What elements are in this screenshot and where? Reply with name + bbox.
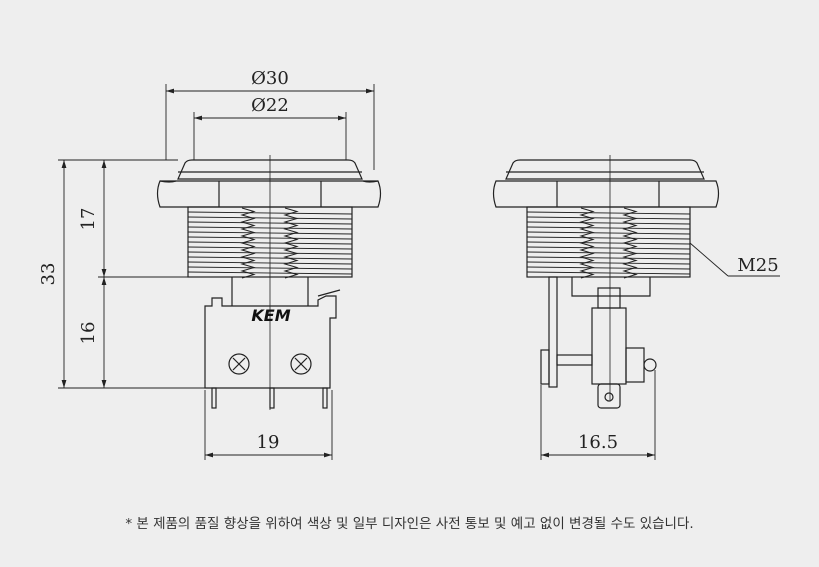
spring	[622, 207, 638, 279]
dim-outer-diameter: Ø30	[251, 68, 289, 89]
screw-icon	[290, 353, 312, 375]
footnote: * 본 제품의 품질 향상을 위하여 색상 및 일부 디자인은 사전 통보 및 …	[125, 516, 694, 532]
hex-nut	[156, 180, 382, 208]
dim-front-width: 19	[257, 432, 280, 453]
dim-upper-height: 17	[78, 208, 99, 231]
dim-inner-diameter: Ø22	[251, 95, 289, 116]
spring	[283, 207, 299, 279]
dim-side-width: 16.5	[578, 432, 618, 453]
side-dimensions	[540, 370, 656, 460]
front-dimensions	[58, 84, 375, 460]
thread-line	[526, 271, 691, 275]
screw-icon	[228, 353, 250, 375]
thread-lines	[526, 211, 691, 275]
hex-nut	[492, 180, 720, 208]
thread-line	[526, 221, 691, 225]
thread-line	[526, 231, 691, 235]
thread-line	[526, 251, 691, 255]
thread-line	[526, 241, 691, 245]
microswitch	[204, 295, 337, 389]
brand-logo: KEM	[251, 306, 290, 325]
dim-total-height: 33	[38, 263, 59, 286]
thread-line	[526, 246, 691, 250]
dim-thread: M25	[737, 255, 778, 276]
button-cap	[505, 159, 705, 180]
thread-line	[526, 266, 691, 270]
dim-lower-height: 16	[78, 322, 99, 345]
thread-line	[526, 236, 691, 240]
front-view	[156, 155, 382, 410]
thread-line	[526, 211, 691, 215]
thread-line	[526, 216, 691, 220]
thread-line	[526, 256, 691, 260]
thread-line	[526, 226, 691, 230]
spring	[240, 207, 256, 279]
side-view	[492, 155, 780, 409]
thread-line	[526, 261, 691, 265]
button-cap	[177, 159, 363, 180]
technical-drawing: KEM Ø30 Ø22 33 17 16 19	[38, 68, 780, 460]
spring	[579, 207, 595, 279]
